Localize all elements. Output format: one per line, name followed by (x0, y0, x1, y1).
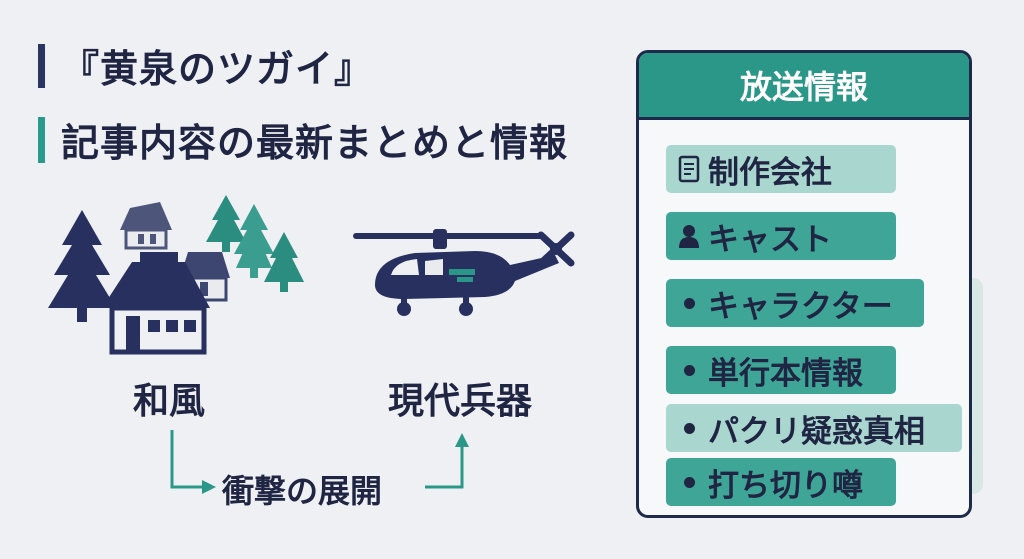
bullet-icon (676, 476, 702, 488)
menu-item-label: パクリ疑惑真相 (708, 413, 925, 450)
small-house-icon (120, 202, 172, 250)
menu-item-cancellation-rumor[interactable]: 打ち切り噂 (666, 458, 896, 506)
menu-item-volumes[interactable]: 単行本情報 (666, 346, 896, 394)
panel-header: 放送情報 (639, 53, 969, 120)
pine-tree-icon (48, 210, 116, 322)
helicopter-icon (353, 229, 575, 316)
page-subtitle: 記事内容の最新まとめと情報 (61, 121, 569, 165)
arrow-right-icon (170, 430, 202, 489)
arrow-up-icon (425, 445, 464, 489)
arrowhead-right-icon (202, 480, 216, 494)
bullet-icon (676, 422, 702, 434)
menu-item-production-company[interactable]: 制作会社 (666, 145, 896, 193)
person-icon (676, 224, 702, 248)
pine-tree-icon (206, 195, 246, 252)
title-accent-bar (38, 43, 45, 88)
japanese-village-icon (48, 195, 304, 355)
label-japanese-style: 和風 (133, 381, 206, 422)
label-modern-weapons: 現代兵器 (388, 381, 533, 422)
broadcast-info-panel: 放送情報 制作会社 キャスト キャラクター 単行本情報 パクリ疑惑真相 打ち切り… (636, 50, 972, 518)
title-row: 『黄泉のツガイ』 (38, 38, 373, 93)
menu-item-characters[interactable]: キャラクター (666, 279, 924, 327)
menu-item-cast[interactable]: キャスト (666, 212, 896, 260)
subtitle-row: 記事内容の最新まとめと情報 (38, 112, 568, 167)
arrowhead-up-icon (455, 433, 469, 447)
transition-arrows (170, 430, 469, 494)
menu-item-label: 制作会社 (708, 154, 832, 191)
subtitle-accent-bar (38, 116, 45, 163)
bullet-icon (676, 364, 702, 376)
menu-item-plagiarism-truth[interactable]: パクリ疑惑真相 (666, 404, 962, 452)
menu-item-label: 打ち切り噂 (708, 467, 863, 504)
panel-title: 放送情報 (739, 68, 868, 106)
page-title: 『黄泉のツガイ』 (61, 47, 374, 91)
menu-item-label: キャスト (708, 221, 832, 258)
menu-item-label: 単行本情報 (708, 355, 863, 392)
pine-tree-icon (264, 232, 304, 292)
pine-tree-icon (234, 204, 274, 278)
menu-item-label: キャラクター (708, 288, 893, 325)
bullet-icon (676, 297, 702, 309)
label-shocking-development: 衝撃の展開 (222, 472, 383, 510)
thatched-house-icon (102, 252, 210, 355)
document-icon (676, 155, 702, 183)
